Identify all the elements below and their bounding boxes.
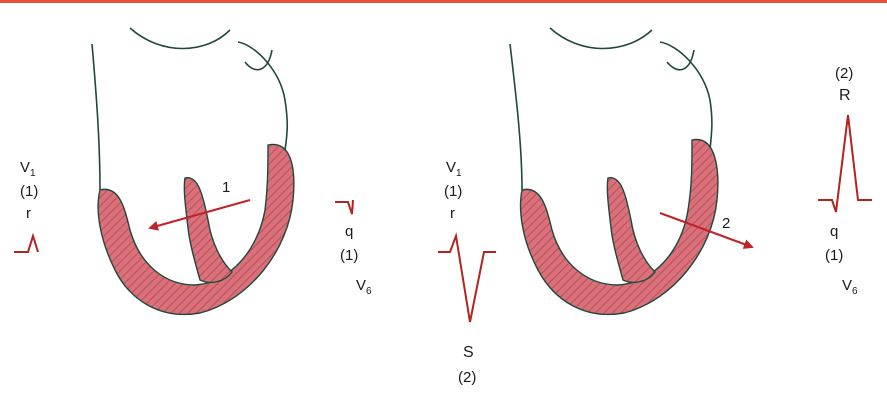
left-v6-wave: q	[345, 223, 353, 240]
right-v1-index2: (2)	[458, 369, 476, 386]
right-v6-name: V6	[842, 277, 858, 297]
right-v1-trace	[438, 236, 496, 322]
right-heart-outline	[510, 44, 712, 190]
right-v1-index: (1)	[444, 183, 462, 200]
right-v6-trace	[818, 115, 872, 212]
right-lead-v1: V1 (1) r S (2)	[438, 159, 496, 386]
left-v6-name: V6	[356, 277, 372, 297]
right-upper-wall	[660, 42, 710, 100]
right-lead-v6: (2) R q (1) V6	[818, 65, 872, 297]
left-v1-wave: r	[26, 205, 31, 222]
right-septum	[607, 178, 655, 283]
right-v1-name: V1	[446, 159, 462, 179]
left-aorta-curve	[130, 28, 230, 49]
left-v1-name: V1	[20, 159, 36, 179]
left-heart-outline	[92, 44, 287, 190]
top-rule	[0, 0, 887, 3]
right-v1-wave: r	[450, 205, 455, 222]
left-lead-v1: V1 (1) r	[14, 159, 38, 252]
left-v1-trace	[14, 236, 38, 252]
right-vector-label: 2	[722, 215, 730, 232]
left-vector-label: 1	[222, 179, 230, 196]
left-v6-index: (1)	[340, 247, 358, 264]
right-v1-wave2: S	[463, 344, 474, 361]
left-v1-index: (1)	[20, 183, 38, 200]
right-heart: 2	[510, 28, 752, 314]
right-v6-index-top: (2)	[835, 65, 853, 82]
left-upper-wall	[238, 42, 285, 100]
right-aorta-curve	[550, 28, 652, 49]
left-heart: 1	[92, 28, 294, 314]
right-v6-wave-top: R	[839, 87, 851, 104]
right-v6-wave: q	[830, 223, 838, 240]
left-v6-trace	[335, 200, 353, 214]
left-lead-v6: q (1) V6	[335, 200, 372, 297]
right-v6-index: (1)	[825, 247, 843, 264]
